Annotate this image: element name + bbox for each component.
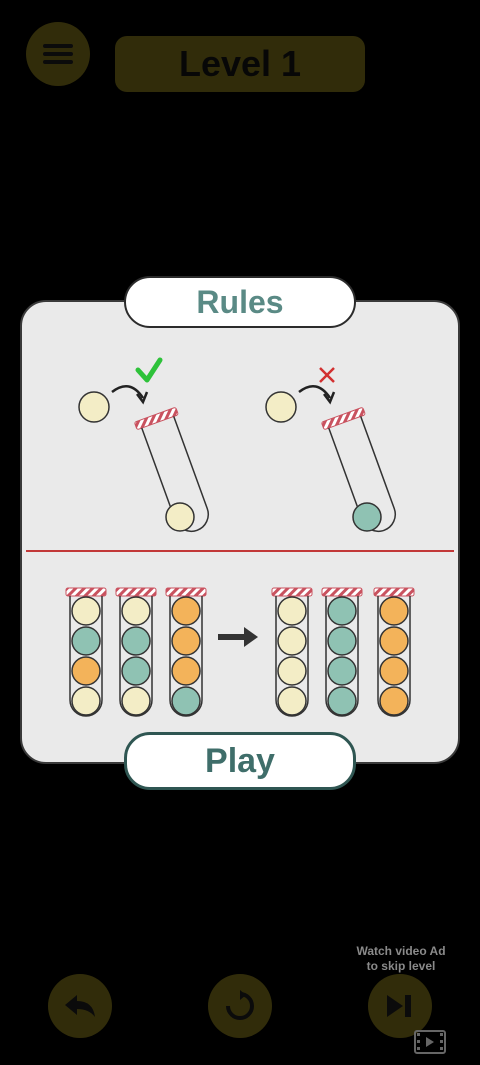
skip-level-button[interactable] <box>368 974 432 1038</box>
ball-teal <box>352 502 382 532</box>
test-tube <box>275 596 309 717</box>
check-icon <box>135 357 163 383</box>
skip-ad-line2: to skip level <box>366 959 436 973</box>
test-tube <box>69 596 103 717</box>
tube-cap <box>115 587 157 597</box>
valid-move-example <box>78 357 209 533</box>
undo-button[interactable] <box>48 974 112 1038</box>
tube-cap <box>321 587 363 597</box>
skip-ad-hint: Watch video Ad to skip level <box>346 944 456 974</box>
test-tube <box>169 596 203 717</box>
before-tubes <box>65 587 207 717</box>
rules-dialog <box>20 300 460 764</box>
tube-cap <box>321 407 366 430</box>
invalid-move-example <box>265 367 396 533</box>
ball-cream <box>165 502 195 532</box>
tube-cap <box>65 587 107 597</box>
tube-cap <box>271 587 313 597</box>
tube-cap <box>134 407 179 430</box>
play-button[interactable]: Play <box>124 732 356 790</box>
test-tube <box>119 596 153 717</box>
tube-cap <box>165 587 207 597</box>
arrow-icon <box>298 385 332 399</box>
ball-cream <box>78 391 110 423</box>
menu-button[interactable] <box>26 22 90 86</box>
restart-button[interactable] <box>208 974 272 1038</box>
after-tubes <box>271 587 415 717</box>
restart-icon <box>226 990 254 1020</box>
arrow-icon <box>111 385 145 399</box>
menu-icon <box>43 44 73 64</box>
play-button-label: Play <box>205 741 275 780</box>
rules-title-text: Rules <box>196 283 284 320</box>
tube-cap <box>373 587 415 597</box>
cross-icon <box>319 367 335 383</box>
skip-ad-line1: Watch video Ad <box>356 944 446 958</box>
skip-icon <box>387 995 411 1017</box>
test-tube <box>325 596 359 717</box>
level-label: Level 1 <box>178 43 302 84</box>
rules-title: Rules <box>124 276 356 328</box>
video-icon <box>414 1030 446 1054</box>
ball-cream <box>265 391 297 423</box>
test-tube <box>377 596 411 717</box>
right-arrow-icon <box>218 627 258 647</box>
level-indicator: Level 1 <box>115 36 365 92</box>
undo-icon <box>65 995 95 1017</box>
